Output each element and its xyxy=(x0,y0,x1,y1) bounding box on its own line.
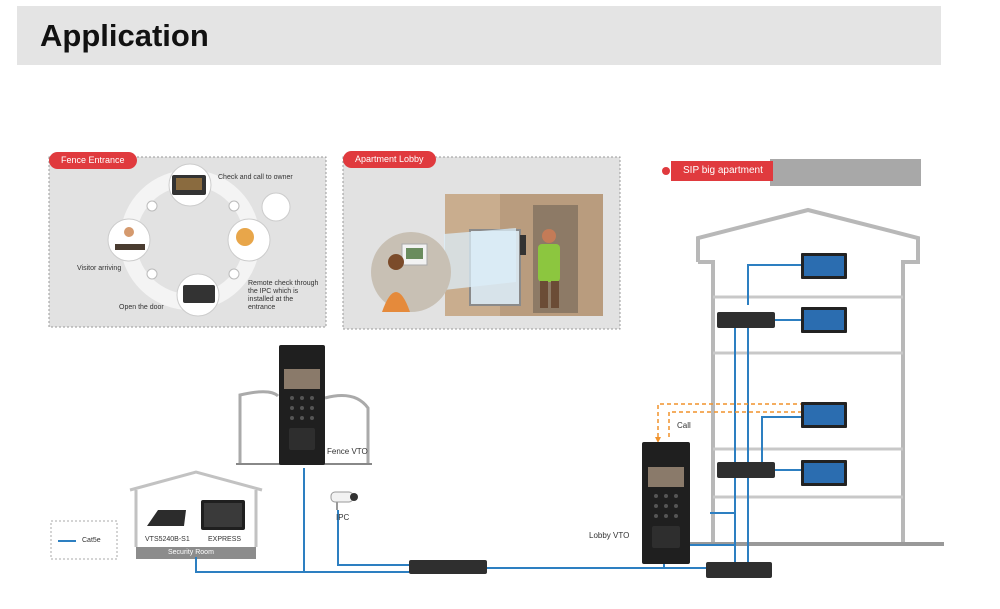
express-label: EXPRESS xyxy=(208,536,242,543)
fence-entrance-tag: Fence Entrance xyxy=(49,152,137,169)
page-title: Application xyxy=(40,18,209,53)
ipc-label: IPC xyxy=(336,513,350,522)
step-remote-check: Remote check through the IPC which is in… xyxy=(248,280,319,311)
fence-cycle-ring xyxy=(107,163,291,317)
sip-tag-bar xyxy=(770,159,921,186)
indoor-monitors xyxy=(801,253,847,486)
step-open-door: Open the door xyxy=(119,304,164,311)
vts-label: VTS5240B-S1 xyxy=(145,536,190,543)
step-check-call: Check and call to owner xyxy=(218,174,293,181)
apartment-lobby-tag: Apartment Lobby xyxy=(343,151,436,168)
ipc-camera xyxy=(330,491,358,510)
lobby-vto-unit xyxy=(642,442,690,564)
call-arrows xyxy=(655,403,801,443)
sip-tag-dot xyxy=(662,167,670,175)
lobby-scene xyxy=(371,194,603,316)
title-bar xyxy=(17,6,941,65)
lobby-vto-label: Lobby VTO xyxy=(589,531,630,540)
legend-cable-label: Cat5e xyxy=(82,537,101,544)
cat5e-cables xyxy=(195,264,801,573)
network-switches xyxy=(409,312,775,578)
sip-apartment-tag: SIP big apartment xyxy=(671,161,773,181)
call-label: Call xyxy=(677,421,691,430)
fence-vto-label: Fence VTO xyxy=(327,447,368,456)
security-room-label: Security Room xyxy=(168,549,214,556)
fence-vto-unit xyxy=(279,345,325,465)
step-visitor-arriving: Visitor arriving xyxy=(77,265,122,272)
security-room-devices xyxy=(147,500,245,530)
security-room-house xyxy=(129,470,263,559)
